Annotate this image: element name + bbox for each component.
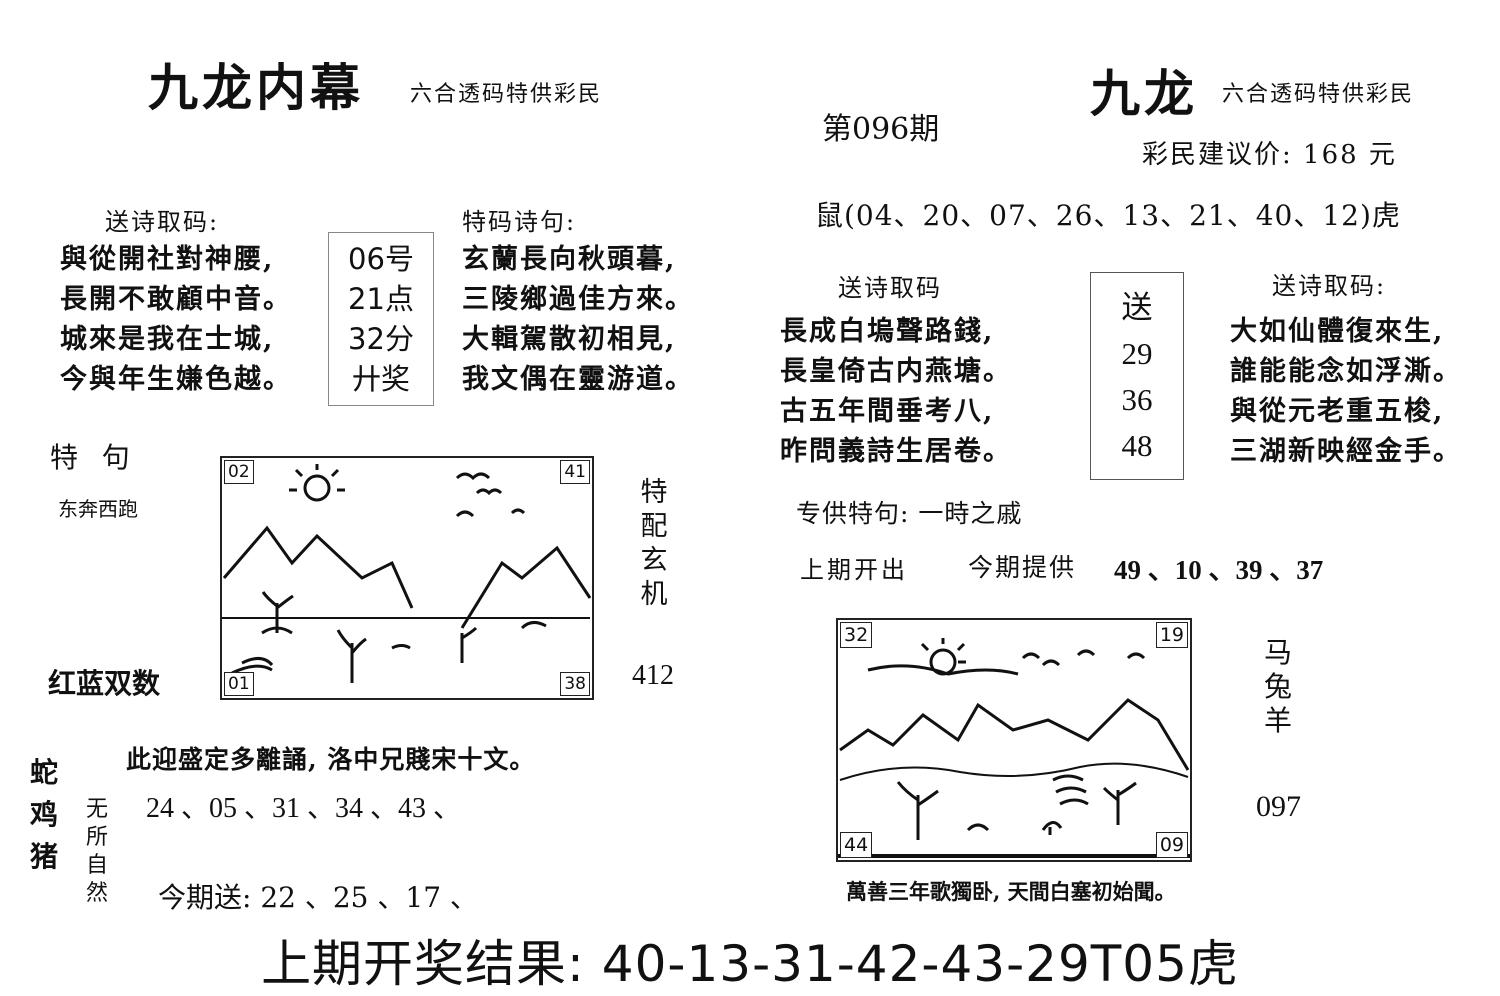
left-center-box: 06号 21点 32分 廾奖 <box>328 232 434 406</box>
vertical-char: 然 <box>85 881 108 906</box>
price: 彩民建议价: 168 元 <box>1142 140 1397 170</box>
right-title: 九龙 <box>1090 64 1198 123</box>
vertical-char: 猪 <box>29 840 58 873</box>
poem-line: 長成白塢聲路錢, <box>780 316 995 347</box>
send-line: 今期送: 22 、25 、17 、 <box>158 881 478 914</box>
left-poem: 與從開社對神腰, 長開不敢顧中音。 城來是我在士城, 今與年生嫌色越。 <box>60 240 292 400</box>
poem-line: 大如仙體復來生, <box>1230 316 1445 347</box>
left-subtitle: 六合透码特供彩民 <box>410 82 603 107</box>
center-box-line: 廾奖 <box>351 362 410 396</box>
vertical-char: 蛇 <box>29 756 58 789</box>
poem-line: 大輯駕散初相見, <box>462 324 677 355</box>
poem-line: 長開不敢顧中音。 <box>60 284 292 315</box>
send-box-line: 48 <box>1121 428 1153 463</box>
left-poem-heading: 送诗取码: <box>105 208 220 236</box>
picture-corner-tr: 41 <box>560 460 590 484</box>
poem-line: 誰能能念如浮澌。 <box>1230 356 1462 387</box>
left-numbers-line: 24 、05 、31 、34 、43 、 <box>146 793 462 824</box>
picture-corner-tl: 32 <box>840 622 873 648</box>
send-box-line: 29 <box>1121 336 1153 371</box>
send-box-line: 36 <box>1121 382 1153 417</box>
teju-label: 特 句 <box>50 441 132 474</box>
right-poem2: 大如仙體復來生, 誰能能念如浮澌。 與從元老重五梭, 三湖新映經金手。 <box>1230 312 1462 472</box>
vertical-char: 机 <box>640 579 668 610</box>
vertical-char: 兔 <box>1263 670 1292 703</box>
picture-corner-tl: 02 <box>224 460 254 484</box>
right-poem1: 長成白塢聲路錢, 長皇倚古内燕塘。 古五年間垂考八, 昨問義詩生居卷。 <box>780 312 1012 472</box>
red-blue-label: 红蓝双数 <box>48 667 161 700</box>
poem-line: 城來是我在士城, <box>60 324 275 355</box>
picture-corner-br: 38 <box>560 672 590 696</box>
picture-corner-bl: 01 <box>224 672 254 696</box>
poem-line: 玄蘭長向秋頭暮, <box>462 244 677 275</box>
zodiac-vertical: 蛇 鸡 猪 <box>26 752 62 878</box>
left-side-number: 412 <box>632 660 674 691</box>
poem-line: 長皇倚古内燕塘。 <box>780 356 1012 387</box>
left-verse: 此迎盛定多離誦, 洛中兄賤宋十文。 <box>126 745 536 774</box>
send-box-line: 送 <box>1121 290 1153 325</box>
last-draw-result: 上期开奖结果: 40-13-31-42-43-29T05虎 <box>261 935 1239 993</box>
center-box-line: 32分 <box>348 322 414 356</box>
poem-line: 與從開社對神腰, <box>60 244 275 275</box>
vertical-char: 自 <box>85 853 108 878</box>
vertical-char: 配 <box>640 511 668 542</box>
right-subtitle: 六合透码特供彩民 <box>1222 82 1415 107</box>
vertical-char: 特 <box>640 477 668 508</box>
poem-line: 今與年生嫌色越。 <box>60 364 292 395</box>
tema-heading: 特码诗句: <box>462 208 577 236</box>
this-period-label: 今期提供 <box>968 553 1077 582</box>
poem-line: 古五年間垂考八, <box>780 396 995 427</box>
special-line: 专供特句: 一時之戚 <box>796 499 1023 528</box>
landscape-drawing <box>838 638 1190 858</box>
picture-corner-tr: 19 <box>1155 622 1188 648</box>
last-period-label: 上期开出 <box>800 556 908 584</box>
issue-number: 第096期 <box>822 112 940 147</box>
vertical-char: 马 <box>1263 636 1292 669</box>
left-side-vertical: 特 配 玄 机 <box>636 476 672 612</box>
poem-line: 與從元老重五梭, <box>1230 396 1445 427</box>
right-poem2-heading: 送诗取码: <box>1272 272 1387 300</box>
tema-poem: 玄蘭長向秋頭暮, 三陵鄉過佳方來。 大輯駕散初相見, 我文偶在靈游道。 <box>462 240 694 400</box>
poem-line: 三陵鄉過佳方來。 <box>462 284 694 315</box>
right-side-vertical: 马 兔 羊 <box>1260 636 1296 738</box>
vertical-char: 所 <box>85 825 108 850</box>
right-verse: 萬善三年歌獨卧, 天間白塞初始聞。 <box>846 879 1176 904</box>
teju-value: 东奔西跑 <box>58 497 138 521</box>
vertical-char: 羊 <box>1263 704 1292 737</box>
landscape-drawing <box>222 464 592 683</box>
right-side-number: 097 <box>1256 790 1301 823</box>
zodiac-line: 鼠(04、20、07、26、13、21、40、12)虎 <box>815 199 1401 232</box>
left-title: 九龙内幕 <box>148 58 364 117</box>
vertical-char: 鸡 <box>29 798 58 831</box>
picture-corner-bl: 44 <box>840 832 873 858</box>
left-landscape-picture: 02 41 01 38 <box>220 456 594 700</box>
right-landscape-picture: 32 19 44 09 <box>836 618 1192 862</box>
right-poem1-heading: 送诗取码 <box>838 274 942 302</box>
center-box-line: 21点 <box>348 282 414 316</box>
poem-line: 昨問義詩生居卷。 <box>780 436 1012 467</box>
poem-line: 三湖新映經金手。 <box>1230 436 1462 467</box>
this-period-numbers: 49 、10 、39 、37 <box>1114 555 1324 585</box>
poem-line: 我文偶在靈游道。 <box>462 364 694 395</box>
vertical-char: 玄 <box>640 545 668 576</box>
vertical-char: 无 <box>85 797 108 822</box>
send-box: 送 29 36 48 <box>1090 272 1184 480</box>
picture-corner-br: 09 <box>1155 832 1188 858</box>
center-box-line: 06号 <box>348 242 414 276</box>
small-vertical: 无 所 自 然 <box>82 796 112 908</box>
